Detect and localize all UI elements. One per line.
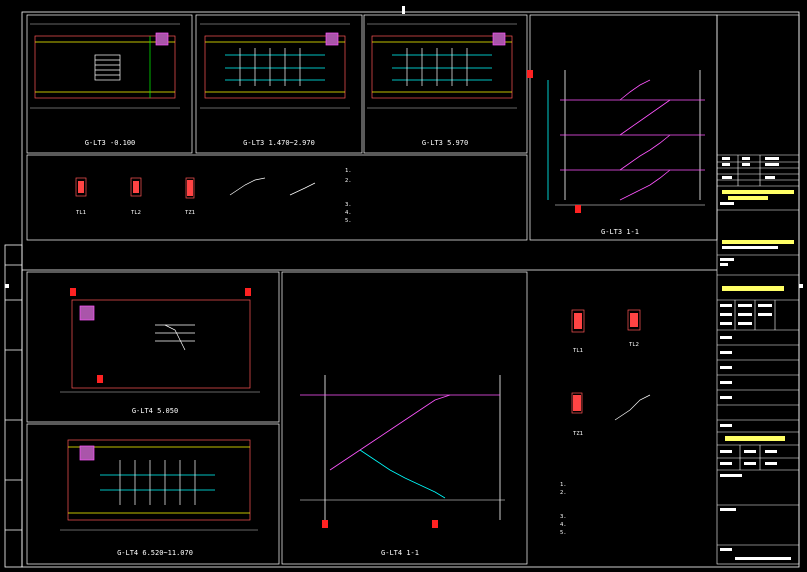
plan-view-lt3-b (367, 23, 517, 109)
plan-view-lt4-b (60, 439, 258, 531)
caption-lt3-b: G-LT3 5.970 (422, 139, 468, 147)
notes-block-top: 1. 2. 3. 4. 5. (345, 168, 352, 224)
caption-lt4-b: G-LT4 6.520~11.070 (117, 549, 193, 557)
note-top-5: 3. (345, 202, 352, 208)
details-right (571, 309, 651, 421)
section-view-lt4 (300, 375, 505, 528)
note-bottom-7: 5. (560, 530, 567, 536)
note-bottom-2: 2. (560, 490, 567, 496)
detail-label-tl2-right: TL2 (629, 342, 639, 348)
note-bottom-1: 1. (560, 482, 567, 488)
detail-label-tl1-top: TL1 (76, 210, 86, 216)
title-block (716, 14, 800, 565)
note-top-7: 5. (345, 218, 352, 224)
caption-lt4-a: G-LT4 5.050 (132, 407, 178, 415)
detail-label-tl2-top: TL2 (131, 210, 141, 216)
caption-lt3-minus: G-LT3 -0.100 (85, 139, 136, 147)
note-top-1: 1. (345, 168, 352, 174)
caption-lt3-section: G-LT3 1-1 (601, 228, 639, 236)
detail-label-tl1-right: TL1 (573, 348, 583, 354)
sheet-marks (5, 6, 803, 288)
note-top-2: 2. (345, 178, 352, 184)
detail-label-tz1-right: TZ1 (573, 431, 583, 437)
panel-borders (22, 14, 718, 565)
title-block-marks (720, 157, 794, 560)
caption-lt3-a: G-LT3 1.470~2.970 (243, 139, 315, 147)
note-bottom-5: 3. (560, 514, 567, 520)
plan-view-lt3-minus (30, 23, 180, 109)
section-view-lt3 (527, 70, 705, 213)
caption-lt4-section: G-LT4 1-1 (381, 549, 419, 557)
note-bottom-6: 4. (560, 522, 567, 528)
note-top-6: 4. (345, 210, 352, 216)
detail-label-tz1-top: TZ1 (185, 210, 195, 216)
sheet-frame (4, 11, 800, 568)
plan-view-lt4-a (60, 288, 260, 393)
notes-block-bottom: 1. 2. 3. 4. 5. (560, 482, 567, 536)
details-strip-top (75, 177, 316, 199)
plan-view-lt3-a (200, 23, 350, 109)
